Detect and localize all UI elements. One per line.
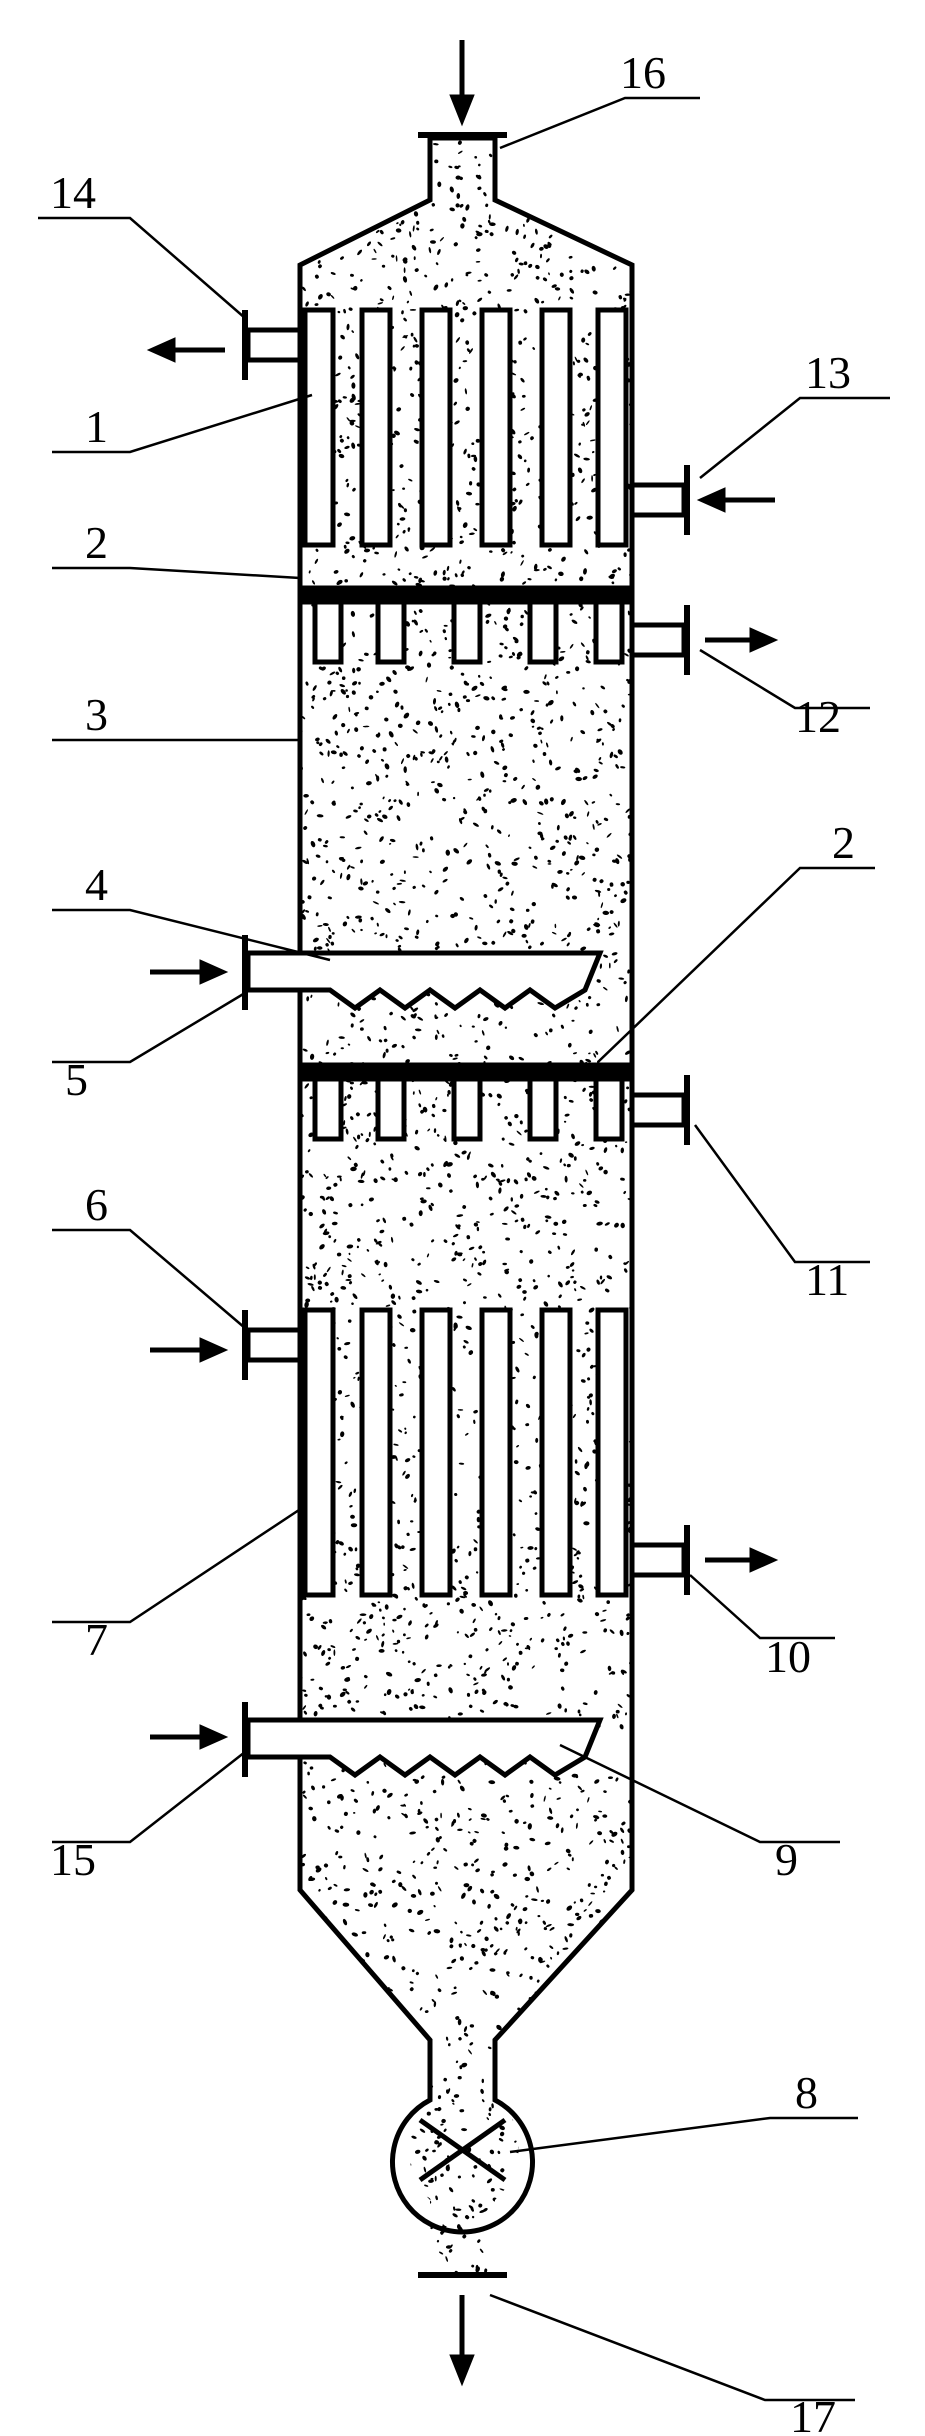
label-2-middle: 2 — [832, 817, 855, 868]
arrow-top-inlet — [449, 40, 475, 127]
label-15: 15 — [50, 1834, 96, 1885]
nozzle-11 — [629, 1075, 690, 1145]
column-shell — [297, 135, 635, 2235]
label-9: 9 — [775, 1834, 798, 1885]
label-2-upper: 2 — [85, 517, 108, 568]
label-1: 1 — [85, 401, 108, 452]
label-12: 12 — [795, 691, 841, 742]
lower-tube-bundle — [302, 1307, 629, 1598]
flow-arrows — [146, 40, 779, 2387]
arrow-5-in — [150, 959, 229, 985]
gas-distributor-9 — [242, 1702, 604, 1779]
arrow-10-out — [705, 1547, 779, 1573]
distribution-plate-middle — [297, 1062, 635, 1142]
label-17: 17 — [790, 2391, 836, 2436]
label-8: 8 — [795, 2067, 818, 2118]
rotary-valve-8 — [418, 2117, 507, 2183]
arrow-bottom-outlet — [449, 2295, 475, 2387]
arrow-12-out — [705, 627, 779, 653]
arrow-15-in — [150, 1724, 229, 1750]
nozzle-13 — [629, 465, 690, 535]
label-7: 7 — [85, 1614, 108, 1665]
arrow-6-in — [150, 1337, 229, 1363]
label-6: 6 — [85, 1179, 108, 1230]
label-13: 13 — [805, 347, 851, 398]
upper-bundle-headers — [297, 310, 635, 545]
label-11: 11 — [805, 1254, 849, 1305]
label-3: 3 — [85, 689, 108, 740]
arrow-14-out — [146, 337, 225, 363]
nozzle-14 — [242, 310, 303, 380]
label-4: 4 — [85, 859, 108, 910]
label-16: 16 — [620, 47, 666, 98]
nozzle-12 — [629, 605, 690, 675]
label-10: 10 — [765, 1631, 811, 1682]
nozzle-10 — [629, 1525, 690, 1595]
nozzle-6 — [242, 1310, 303, 1380]
distribution-plate-upper — [297, 585, 635, 665]
upper-tube-bundle — [302, 307, 629, 548]
leader-lines — [38, 96, 890, 2402]
label-14: 14 — [50, 167, 96, 218]
label-5: 5 — [65, 1054, 88, 1105]
gas-distributor-4 — [242, 935, 604, 1012]
arrow-13-in — [696, 487, 775, 513]
